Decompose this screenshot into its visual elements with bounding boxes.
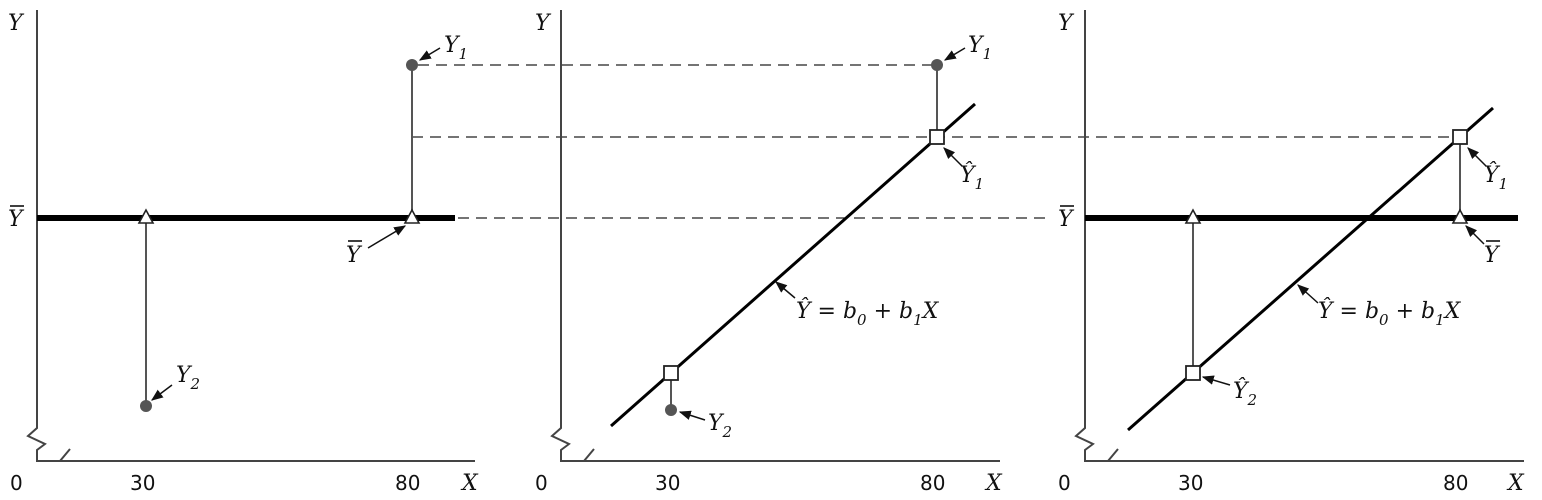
yhat2-label: Ŷ2 [1233, 377, 1257, 409]
x-tick-30: 30 [655, 471, 680, 495]
regression-equation: Ŷ = b0 + b1X [796, 297, 940, 329]
svg-text:Y: Y [8, 207, 25, 232]
svg-text:Y: Y [1058, 207, 1075, 232]
fitted-yhat1 [929, 129, 945, 145]
svg-text:Y: Y [1484, 243, 1501, 268]
origin-label: 0 [1058, 471, 1071, 495]
y2-label: Y2 [176, 363, 200, 393]
fitted-yhat1 [1452, 129, 1468, 145]
x-axis-label: X [1506, 471, 1525, 496]
y2-label: Y2 [708, 411, 732, 441]
x-axis-label: X [460, 471, 479, 496]
x-tick-80: 80 [1443, 471, 1468, 495]
ybar-pointer-label: Y [1484, 240, 1501, 268]
x-tick-30: 30 [130, 471, 155, 495]
regression-line [1127, 106, 1494, 432]
y-axis [550, 10, 1000, 462]
x-tick-30: 30 [1178, 471, 1203, 495]
ybar-pointer-label: Y [346, 240, 363, 268]
ybar-label: Y [1058, 205, 1075, 232]
mean-marker-80 [1451, 208, 1469, 224]
regression-equation: Ŷ = b0 + b1X [1318, 297, 1462, 329]
x-axis-label: X [984, 471, 1003, 496]
y1-label: Y1 [968, 33, 992, 63]
mean-marker-30 [137, 208, 155, 224]
svg-text:Y: Y [346, 243, 363, 268]
fitted-yhat2 [663, 365, 679, 381]
mean-marker-30 [1184, 208, 1202, 224]
origin-label: 0 [10, 471, 23, 495]
panel-total-deviation: Y Y Y1 Y2 Y 0 30 80 X [8, 10, 479, 496]
mean-marker-80 [403, 208, 421, 224]
point-y2 [140, 400, 152, 412]
x-tick-80: 80 [920, 471, 945, 495]
origin-label: 0 [535, 471, 548, 495]
fitted-yhat2 [1185, 365, 1201, 381]
point-y1 [406, 59, 418, 71]
panel-regression-deviation: Y Y Ŷ1 Y Ŷ2 Ŷ = b0 + b1X 0 30 80 X [1058, 10, 1525, 496]
point-y1 [931, 59, 943, 71]
x-tick-80: 80 [395, 471, 420, 495]
panel-residual-deviation: Y Y1 Ŷ1 Y2 Ŷ = b0 + b1X 0 30 80 X [535, 10, 1003, 496]
ybar-label: Y [8, 205, 25, 232]
y-axis-label: Y [8, 11, 25, 36]
y1-label: Y1 [444, 33, 468, 63]
y-axis [1074, 10, 1524, 462]
yhat1-label: Ŷ1 [1484, 161, 1508, 193]
y-axis-label: Y [1058, 11, 1075, 36]
y-axis-label: Y [535, 11, 552, 36]
point-y2 [665, 404, 677, 416]
yhat1-label: Ŷ1 [960, 161, 984, 193]
y-axis [26, 10, 475, 462]
